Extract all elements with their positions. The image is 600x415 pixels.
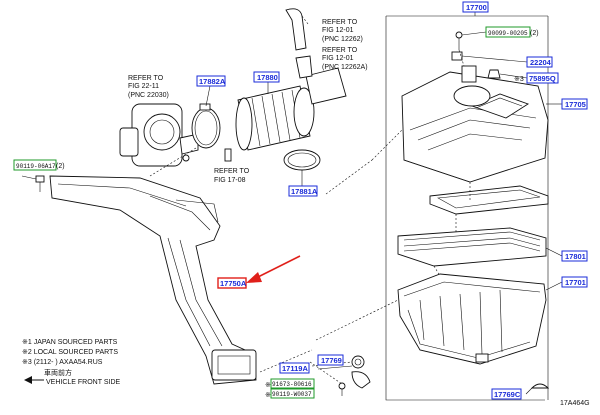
legend-line-3: ※3 (2112- ) AXAA54.RUS <box>22 359 103 366</box>
refer-text-top2: REFER TO FIG 12-01 (PNC 12262A) <box>322 47 368 71</box>
svg-text:17701: 17701 <box>565 278 586 287</box>
refer-top2-line3: (PNC 12262A) <box>322 64 368 71</box>
screw-icon <box>455 31 463 50</box>
front-arrow-icon <box>24 376 44 384</box>
svg-text:17769C: 17769C <box>494 390 521 399</box>
fitting-icon <box>224 148 232 162</box>
plug-icon <box>487 69 501 79</box>
svg-text:※3: ※3 <box>514 76 524 83</box>
svg-text:90099-00205: 90099-00205 <box>488 30 528 37</box>
air-cleaner-cap <box>401 65 549 183</box>
refer-bottom-line2: FIG 17-08 <box>214 177 246 184</box>
air-inlet-duct <box>49 175 257 385</box>
highlight-arrow <box>246 255 301 283</box>
svg-text:17705: 17705 <box>565 100 586 109</box>
svg-text:※: ※ <box>265 392 271 399</box>
svg-text:17700: 17700 <box>466 3 487 12</box>
refer-bottom-line1: REFER TO <box>214 168 250 175</box>
refer-top1-line1: REFER TO <box>322 19 358 26</box>
svg-text:17750A: 17750A <box>220 279 247 288</box>
svg-text:17882A: 17882A <box>199 77 226 86</box>
callout-17750a[interactable]: 17750A <box>217 277 247 289</box>
clip-icon <box>451 51 463 61</box>
callout-17801[interactable]: 17801 <box>561 250 588 262</box>
refer-left-line3: (PNC 22030) <box>128 92 169 99</box>
callout-91673-80616[interactable]: ※ 91673-80616 <box>265 378 315 389</box>
callout-90119-06a17[interactable]: 90119-06A17 (2) <box>13 159 65 171</box>
leader-lines <box>21 10 563 395</box>
svg-text:※: ※ <box>265 382 271 389</box>
grommet-icon <box>530 383 550 389</box>
callout-75895q[interactable]: ※3 75895Q <box>514 72 559 84</box>
callout-90119-w0037[interactable]: ※ 90119-W0037 <box>265 388 315 399</box>
air-filter-element <box>397 227 547 267</box>
callout-17880[interactable]: 17880 <box>253 71 280 83</box>
callout-17769c[interactable]: 17769C <box>491 388 522 400</box>
refer-top2-line1: REFER TO <box>322 47 358 54</box>
refer-top2-line2: FIG 12-01 <box>322 55 354 62</box>
air-cleaner-case <box>397 273 547 365</box>
refer-top1-line3: (PNC 12262) <box>322 36 363 43</box>
svg-text:22204: 22204 <box>530 58 552 67</box>
callout-17119a[interactable]: 17119A <box>279 362 310 374</box>
refer-left-line1: REFER TO <box>128 75 164 82</box>
hose-clamp-upper <box>191 103 221 149</box>
refer-text-top1: REFER TO FIG 12-01 (PNC 12262) <box>322 19 363 43</box>
legend-line-2: ※2 LOCAL SOURCED PARTS <box>22 349 118 356</box>
front-arrow-label: 車両前方 <box>44 368 72 377</box>
svg-text:17801: 17801 <box>565 252 586 261</box>
front-arrow-caption: VEHICLE FRONT SIDE <box>46 379 120 386</box>
callout-17882a[interactable]: 17882A <box>196 75 226 87</box>
refer-text-bottom: REFER TO FIG 17-08 <box>214 168 250 184</box>
svg-text:90119-06A17: 90119-06A17 <box>16 163 56 170</box>
refer-top1-line2: FIG 12-01 <box>322 27 354 34</box>
callout-22204[interactable]: 22204 <box>526 56 553 68</box>
svg-text:17119A: 17119A <box>282 364 308 373</box>
callout-17881a[interactable]: 17881A <box>288 185 318 197</box>
bolt-icon <box>35 175 45 192</box>
legend-line-1: ※1 JAPAN SOURCED PARTS <box>22 339 118 346</box>
callout-17701[interactable]: 17701 <box>561 276 588 288</box>
hose-clamp-lower <box>283 149 321 171</box>
figure-id: 17A464G <box>560 400 590 407</box>
breather-hose <box>285 8 307 51</box>
refer-text-left: REFER TO FIG 22-11 (PNC 22030) <box>128 75 169 99</box>
svg-text:90119-W0037: 90119-W0037 <box>272 391 312 398</box>
svg-text:91673-80616: 91673-80616 <box>272 381 312 388</box>
callout-17769[interactable]: 17769 <box>317 354 344 366</box>
mount-parts <box>338 355 371 396</box>
legend: ※1 JAPAN SOURCED PARTS ※2 LOCAL SOURCED … <box>22 339 120 386</box>
svg-text:(2): (2) <box>530 30 539 37</box>
callout-17700[interactable]: 17700 <box>462 1 489 13</box>
intake-hose <box>235 55 347 151</box>
guide-lines <box>149 15 471 385</box>
throttle-body <box>119 103 199 167</box>
svg-text:(2): (2) <box>56 163 65 170</box>
gasket <box>429 185 549 215</box>
svg-text:17880: 17880 <box>257 73 278 82</box>
svg-text:17769: 17769 <box>321 356 342 365</box>
svg-text:75895Q: 75895Q <box>529 74 556 83</box>
callout-17705[interactable]: 17705 <box>561 98 588 110</box>
callout-90099[interactable]: 90099-00205 (2) <box>485 26 539 38</box>
refer-left-line2: FIG 22-11 <box>128 83 159 90</box>
svg-text:17881A: 17881A <box>291 187 318 196</box>
